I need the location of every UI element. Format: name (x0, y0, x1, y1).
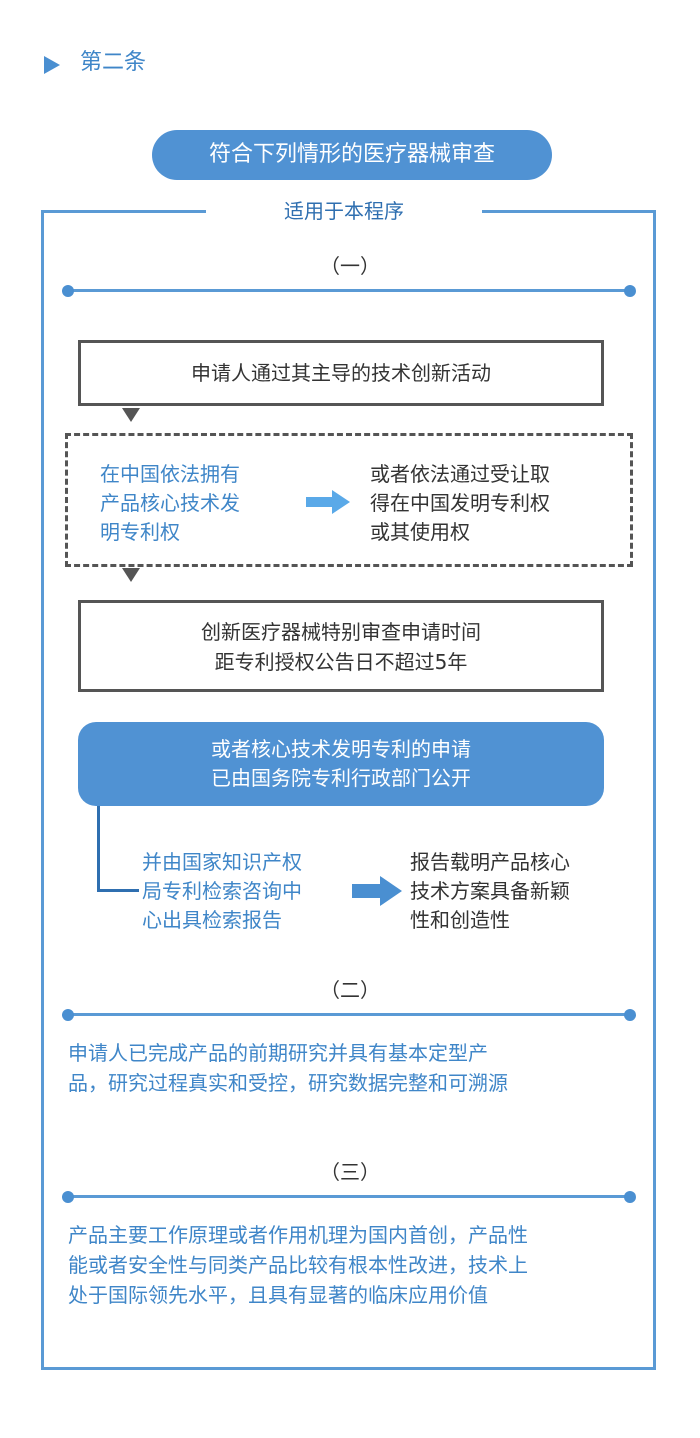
text-line: 能或者安全性与同类产品比较有根本性改进，技术上 (68, 1253, 528, 1277)
dashed-left-text: 在中国依法拥有 产品核心技术发 明专利权 (100, 460, 300, 547)
text-line: 性和创造性 (410, 908, 510, 932)
text-line: 明专利权 (100, 520, 180, 544)
section-three-text: 产品主要工作原理或者作用机理为国内首创，产品性 能或者安全性与同类产品比较有根本… (68, 1220, 648, 1310)
patent-ownership-dashed-box (65, 433, 633, 567)
divider-dot (624, 285, 636, 297)
connector-line-vertical (97, 806, 100, 892)
frame-bottom-border (41, 1367, 656, 1370)
report-conclusion-text: 报告载明产品核心 技术方案具备新颖 性和创造性 (410, 848, 630, 935)
dashed-right-text: 或者依法通过受让取 得在中国发明专利权 或其使用权 (370, 460, 620, 547)
text-line: 产品核心技术发 (100, 491, 240, 515)
text-line: 产品主要工作原理或者作用机理为国内首创，产品性 (68, 1223, 528, 1247)
text-line: 并由国家知识产权 (142, 850, 302, 874)
text-line: 报告载明产品核心 (410, 850, 570, 874)
down-arrow-icon (122, 568, 140, 582)
text-line: 局专利检索咨询中 (142, 879, 302, 903)
divider-dot (62, 1191, 74, 1203)
frame-top-right-border (482, 210, 656, 213)
connector-line-horizontal (97, 889, 139, 892)
divider-dot (62, 285, 74, 297)
text-line: 创新医疗器械特别审查申请时间 (201, 620, 481, 644)
text-line: 距专利授权公告日不超过5年 (214, 650, 468, 674)
article-title: 第二条 (80, 50, 147, 75)
frame-right-border (653, 210, 656, 1370)
section-one-divider (68, 289, 630, 292)
play-triangle-icon (44, 56, 60, 74)
text-line: 已由国务院专利行政部门公开 (211, 766, 471, 790)
text-line: 在中国依法拥有 (100, 462, 240, 486)
patent-publication-panel: 或者核心技术发明专利的申请 已由国务院专利行政部门公开 (78, 722, 604, 806)
right-arrow-icon (306, 490, 350, 514)
down-arrow-icon (122, 408, 140, 422)
section-two-divider (68, 1013, 630, 1016)
text-line: 或者依法通过受让取 (370, 462, 550, 486)
text-line: 申请人已完成产品的前期研究并具有基本定型产 (68, 1041, 488, 1065)
frame-left-border (41, 210, 44, 1370)
search-report-text: 并由国家知识产权 局专利检索咨询中 心出具检索报告 (142, 848, 352, 935)
text-line: 品，研究过程真实和受控，研究数据完整和可溯源 (68, 1071, 508, 1095)
divider-dot (624, 1191, 636, 1203)
applicant-innovation-box: 申请人通过其主导的技术创新活动 (78, 340, 604, 406)
right-arrow-icon (352, 876, 402, 906)
section-three-divider (68, 1195, 630, 1198)
frame-caption: 适用于本程序 (284, 199, 404, 223)
divider-dot (624, 1009, 636, 1021)
section-two-title: （二） (320, 978, 380, 1002)
section-one-title: （一） (320, 254, 380, 278)
text-line: 心出具检索报告 (142, 908, 282, 932)
section-three-title: （三） (320, 1160, 380, 1184)
time-limit-box: 创新医疗器械特别审查申请时间 距专利授权公告日不超过5年 (78, 600, 604, 692)
text-line: 或者核心技术发明专利的申请 (211, 737, 471, 761)
main-heading-pill: 符合下列情形的医疗器械审查 (152, 130, 552, 180)
text-line: 处于国际领先水平，且具有显著的临床应用价值 (68, 1283, 488, 1307)
text-line: 得在中国发明专利权 (370, 491, 550, 515)
divider-dot (62, 1009, 74, 1021)
text-line: 或其使用权 (370, 520, 470, 544)
section-two-text: 申请人已完成产品的前期研究并具有基本定型产 品，研究过程真实和受控，研究数据完整… (68, 1038, 648, 1098)
text-line: 技术方案具备新颖 (410, 879, 570, 903)
frame-top-left-border (41, 210, 206, 213)
